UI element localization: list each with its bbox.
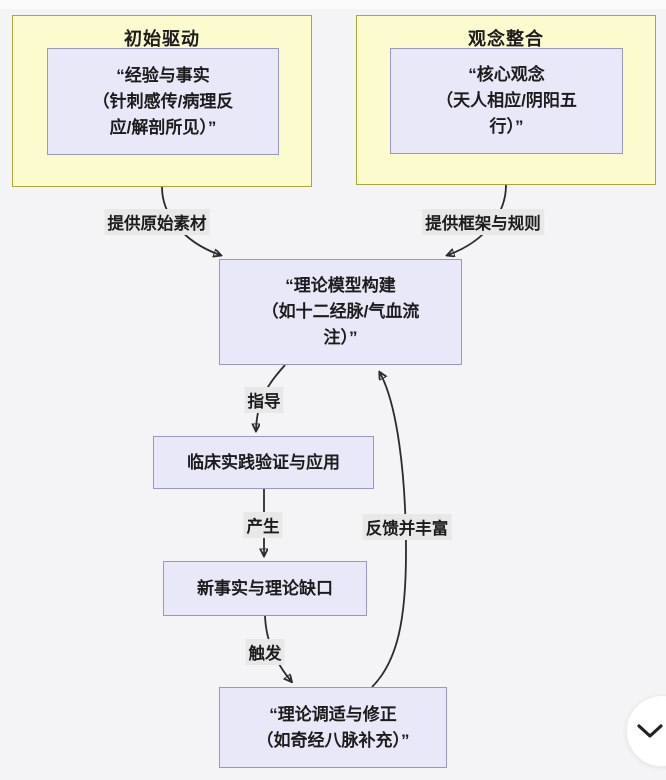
edge-label-provide-framework-rules: 提供框架与规则 [422,209,544,235]
node-theory-model: “理论模型构建 （如十二经脉/气血流 注）” [219,259,462,365]
node-text: “理论模型构建 （如十二经脉/气血流 注）” [261,276,420,347]
node-text: “核心观念 （天人相应/阴阳五 行）” [436,65,577,136]
node-experience-facts: “经验与事实 （针刺感传/病理反 应/解剖所见）” [47,48,279,155]
edge-label-trigger: 触发 [245,639,285,665]
edge-label-provide-raw-material: 提供原始素材 [104,209,210,235]
node-text: “理论调适与修正 （如奇经八脉补充）” [256,704,410,750]
node-new-facts-gap: 新事实与理论缺口 [163,561,367,616]
node-theory-revision: “理论调适与修正 （如奇经八脉补充）” [219,687,447,768]
subgraph-title: 初始驱动 [124,29,200,49]
top-strip [0,0,666,9]
node-text: 新事实与理论缺口 [197,578,333,598]
subgraph-title: 观念整合 [468,29,544,49]
edge-label-produce: 产生 [243,512,283,538]
edge-label-feedback-enrich: 反馈并丰富 [362,514,452,540]
edge-label-guide: 指导 [244,387,284,413]
edge-revision-to-model [371,373,407,688]
node-core-concepts: “核心观念 （天人相应/阴阳五 行）” [390,48,623,154]
node-clinical-practice: 临床实践验证与应用 [153,436,374,489]
node-text: “经验与事实 （针刺感传/病理反 应/解剖所见）” [92,65,234,137]
node-text: 临床实践验证与应用 [187,452,340,472]
